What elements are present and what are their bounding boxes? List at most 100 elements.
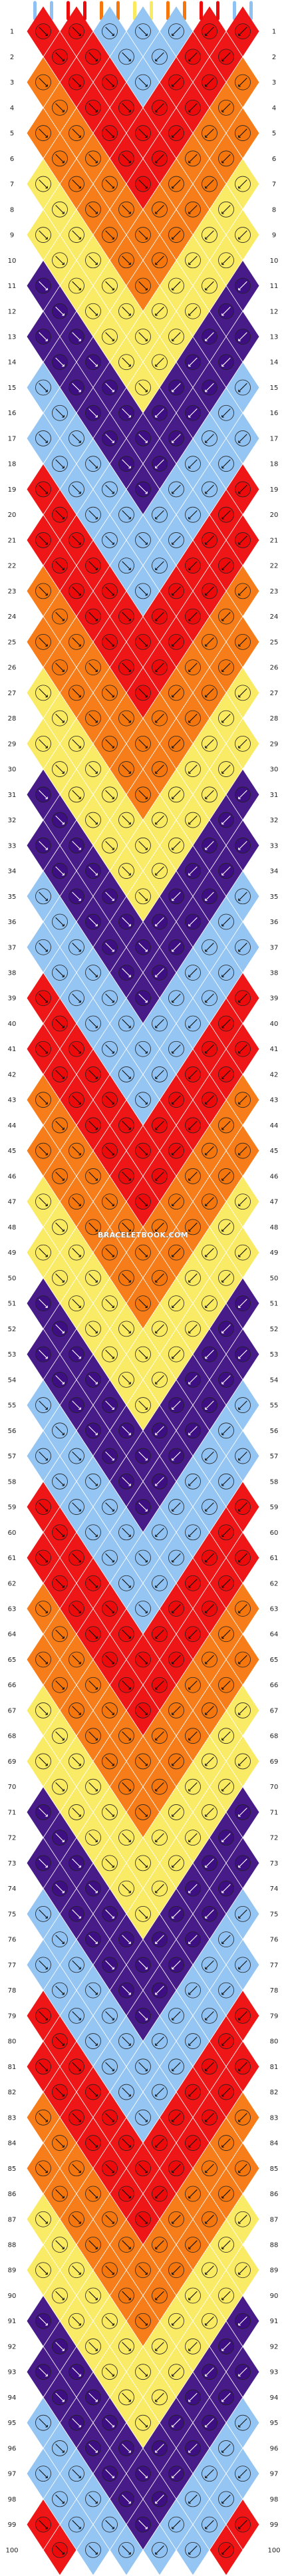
knot-arrow-icon xyxy=(72,1655,81,1665)
knot-arrow-icon xyxy=(172,841,181,850)
knot-arrow-icon xyxy=(138,1604,148,1613)
knot-arrow-icon xyxy=(172,739,181,748)
knot-arrow-icon xyxy=(238,2265,247,2275)
knot-arrow-icon xyxy=(172,27,181,36)
knot-arrow-icon xyxy=(205,790,214,800)
knot-arrow-icon xyxy=(105,332,114,341)
row-number-right: 64 xyxy=(270,1631,279,1639)
row-number-left: 61 xyxy=(8,1555,17,1562)
knot-arrow-icon xyxy=(105,1095,114,1105)
knot-arrow-icon xyxy=(155,1222,164,1232)
knot-arrow-icon xyxy=(72,230,81,240)
knot-arrow-icon xyxy=(221,2138,231,2148)
knot-arrow-icon xyxy=(238,841,247,850)
knot-arrow-icon xyxy=(105,993,114,1003)
row-number-left: 79 xyxy=(8,2012,17,2020)
knot-arrow-icon xyxy=(55,154,65,164)
knot-arrow-icon xyxy=(172,2317,181,2326)
knot-arrow-icon xyxy=(72,688,81,698)
knot-arrow-icon xyxy=(155,154,164,164)
knot-arrow-icon xyxy=(138,230,148,240)
knot-arrow-icon xyxy=(88,1629,98,1639)
row-number-left: 50 xyxy=(8,1275,17,1282)
row-number-left: 39 xyxy=(8,995,17,1003)
knot-arrow-icon xyxy=(122,2545,131,2555)
knot-arrow-icon xyxy=(72,332,81,341)
knot-arrow-icon xyxy=(138,77,148,87)
knot-arrow-icon xyxy=(205,281,214,291)
knot-arrow-icon xyxy=(238,891,247,901)
knot-arrow-icon xyxy=(55,611,65,621)
knot-arrow-icon xyxy=(238,1858,247,1868)
row-number-right: 65 xyxy=(270,1657,279,1664)
knot-arrow-icon xyxy=(122,561,131,571)
knot-arrow-icon xyxy=(188,561,198,571)
knot-arrow-icon xyxy=(188,510,198,520)
row-number-left: 66 xyxy=(8,1682,17,1689)
row-number-left: 83 xyxy=(8,2114,17,2122)
knot-arrow-icon xyxy=(188,1782,198,1792)
knot-arrow-icon xyxy=(155,611,164,621)
knot-arrow-icon xyxy=(138,2418,148,2428)
row-number-right: 95 xyxy=(270,2420,279,2427)
row-number-left: 33 xyxy=(8,842,17,850)
row-number-left: 54 xyxy=(8,1376,17,1384)
knot-arrow-icon xyxy=(88,1324,98,1334)
knot-arrow-icon xyxy=(55,2392,65,2402)
row-number-right: 40 xyxy=(270,1021,279,1028)
row-number-left: 19 xyxy=(8,486,17,494)
row-number-left: 74 xyxy=(8,1885,17,1893)
knot-arrow-icon xyxy=(72,943,81,952)
knot-arrow-icon xyxy=(221,408,231,418)
row-number-left: 70 xyxy=(8,1784,17,1791)
knot-arrow-icon xyxy=(205,2011,214,2020)
knot-arrow-icon xyxy=(39,2469,48,2479)
row-number-left: 47 xyxy=(8,1199,17,1206)
knot-arrow-icon xyxy=(122,1273,131,1283)
knot-arrow-icon xyxy=(55,2036,65,2046)
knot-arrow-icon xyxy=(105,77,114,87)
row-number-left: 13 xyxy=(8,334,17,341)
knot-arrow-icon xyxy=(221,1731,231,1741)
row-number-left: 46 xyxy=(8,1173,17,1180)
row-number-right: 88 xyxy=(270,2242,279,2249)
row-number-left: 94 xyxy=(8,2394,17,2402)
knot-arrow-icon xyxy=(188,2138,198,2148)
knot-arrow-icon xyxy=(221,815,231,825)
knot-arrow-icon xyxy=(55,357,65,367)
knot-arrow-icon xyxy=(72,1045,81,1054)
knot-arrow-icon xyxy=(205,1400,214,1410)
knot-arrow-icon xyxy=(205,1146,214,1156)
knot-arrow-icon xyxy=(238,2469,247,2479)
knot-arrow-icon xyxy=(122,459,131,469)
knot-arrow-icon xyxy=(72,1197,81,1207)
knot-arrow-icon xyxy=(188,1528,198,1537)
knot-arrow-icon xyxy=(39,2418,48,2428)
knot-arrow-icon xyxy=(122,1222,131,1232)
row-number-left: 100 xyxy=(5,2547,18,2554)
knot-arrow-icon xyxy=(221,1629,231,1639)
knot-arrow-icon xyxy=(205,434,214,443)
knot-arrow-icon xyxy=(138,332,148,341)
knot-arrow-icon xyxy=(221,1019,231,1029)
row-number-left: 52 xyxy=(8,1326,17,1333)
knot-arrow-icon xyxy=(39,2062,48,2072)
knot-arrow-icon xyxy=(188,255,198,265)
knot-arrow-icon xyxy=(155,307,164,316)
knot-arrow-icon xyxy=(55,2240,65,2249)
knot-arrow-icon xyxy=(205,1756,214,1766)
row-number-right: 19 xyxy=(270,486,279,494)
knot-arrow-icon xyxy=(238,2418,247,2428)
knot-arrow-icon xyxy=(238,2011,247,2020)
knot-arrow-icon xyxy=(105,281,114,291)
knot-arrow-icon xyxy=(122,1579,131,1588)
knot-arrow-icon xyxy=(72,434,81,443)
knot-arrow-icon xyxy=(72,1400,81,1410)
row-number-right: 74 xyxy=(270,1885,279,1893)
knot-arrow-icon xyxy=(188,866,198,876)
knot-arrow-icon xyxy=(155,1375,164,1384)
knot-arrow-icon xyxy=(238,434,247,443)
knot-arrow-icon xyxy=(39,2367,48,2377)
knot-arrow-icon xyxy=(122,968,131,977)
knot-arrow-icon xyxy=(221,1070,231,1079)
